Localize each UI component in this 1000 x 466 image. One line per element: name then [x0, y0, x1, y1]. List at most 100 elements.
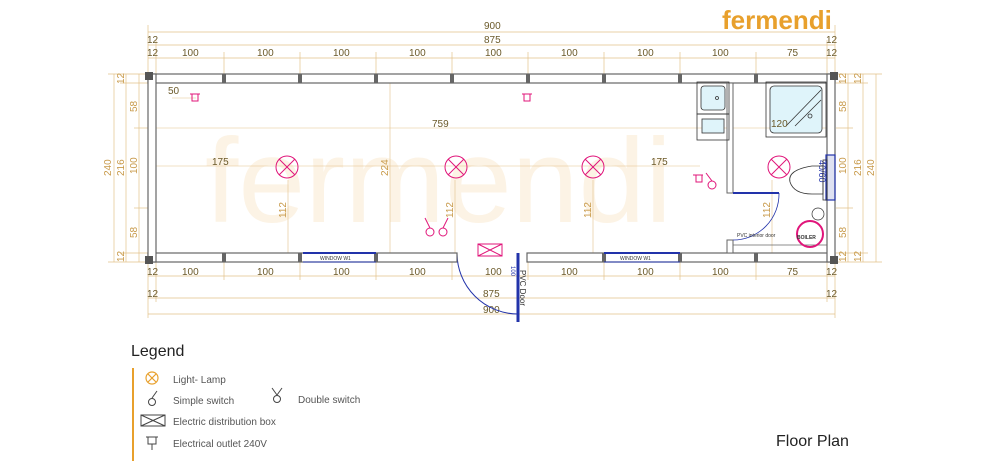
dim-bottom-module-6: 100 [561, 267, 578, 278]
outlet-2 [522, 93, 532, 102]
dim-bottom-module-7: 100 [637, 267, 654, 278]
dim-shower-width: 120 [771, 119, 788, 130]
toilet [789, 159, 828, 201]
dim-lamp-3-offset: 112 [583, 202, 594, 218]
lamp-1 [275, 155, 299, 179]
dim-top-inner: 875 [484, 35, 501, 46]
double-switch [424, 217, 449, 237]
outlet-icon [146, 436, 158, 450]
distribution-box-icon [140, 414, 166, 427]
plan-caption: Floor Plan [776, 433, 849, 450]
dim-bottom-module-4: 100 [409, 267, 426, 278]
window-left [303, 252, 376, 263]
dim-left-band-top: 58 [129, 100, 140, 112]
dim-top-module-5: 100 [485, 48, 502, 59]
walls [145, 72, 838, 264]
dim-top-overall: 900 [484, 21, 501, 32]
dim-right-band-center: 100 [838, 157, 849, 174]
interior-door [732, 192, 780, 241]
dim-left-inner: 216 [116, 159, 127, 176]
dim-top-end-module: 75 [787, 48, 799, 59]
dim-right-wall-top-2: 12 [853, 72, 864, 84]
double-switch-icon [271, 387, 283, 403]
left-dimensions [108, 73, 148, 263]
dim-right-inner: 216 [853, 159, 864, 176]
dim-top-wall-left-1: 12 [147, 35, 159, 46]
legend-item-lamp: Light- Lamp [173, 375, 226, 386]
window-right-label: WINDOW W1 [620, 256, 651, 262]
dim-bottom-wall-left-2: 12 [147, 289, 159, 300]
dim-lamp-4-offset: 112 [762, 202, 773, 218]
dim-top-module-6: 100 [561, 48, 578, 59]
lamp-3 [581, 155, 605, 179]
dim-bottom-wall-left-1: 12 [147, 267, 159, 278]
legend-title: Legend [131, 343, 184, 360]
simple-switch-icon [148, 390, 158, 406]
legend-item-simple-switch: Simple switch [173, 396, 234, 407]
boiler [796, 207, 825, 248]
window-left-label: WINDOW W1 [320, 256, 351, 262]
dim-bottom-module-2: 100 [257, 267, 274, 278]
pvc-door-size: 100 [509, 266, 515, 277]
dim-lamp-1-offset: 112 [278, 202, 289, 218]
dim-top-wall-right-1: 12 [826, 35, 838, 46]
shower [765, 81, 827, 138]
dim-bottom-module-1: 100 [182, 267, 199, 278]
dim-room-offset-left: 175 [212, 157, 229, 168]
dim-bottom-end-module: 75 [787, 267, 799, 278]
dim-bottom-module-8: 100 [712, 267, 729, 278]
dim-bottom-module-5: 100 [485, 267, 502, 278]
dim-outlet-offset: 50 [168, 86, 180, 97]
distribution-box [477, 243, 503, 257]
dim-bottom-wall-right-1: 12 [826, 267, 838, 278]
legend-item-double-switch: Double switch [298, 395, 360, 406]
logo: fermendi [722, 5, 832, 35]
dim-top-module-1: 100 [182, 48, 199, 59]
dim-right-wall-top: 12 [838, 72, 849, 84]
watermark-text: fermendi [205, 114, 672, 248]
boiler-label: BOILER [797, 235, 816, 241]
dim-room-length: 759 [432, 119, 449, 130]
dim-left-band-bottom: 58 [129, 226, 140, 238]
bottom-dimensions [147, 262, 836, 318]
dim-top-module-8: 100 [712, 48, 729, 59]
dim-top-module-2: 100 [257, 48, 274, 59]
dim-room-offset-right: 175 [651, 157, 668, 168]
dim-right-band-bottom: 58 [838, 226, 849, 238]
dim-top-wall-right-2: 12 [826, 48, 838, 59]
legend-item-distribution-box: Electric distribution box [173, 417, 276, 428]
dim-bottom-inner: 875 [483, 289, 500, 300]
dim-left-wall-top: 12 [116, 72, 127, 84]
interior-door-label: PVC interior door [737, 233, 776, 239]
small-window-label: 40/60 [817, 160, 827, 183]
dim-right-wall-bottom-2: 12 [853, 250, 864, 262]
dim-right-overall: 240 [866, 159, 877, 176]
dim-room-width: 224 [380, 159, 391, 176]
dim-left-overall: 240 [103, 159, 114, 176]
outlet-3 [693, 174, 703, 183]
dim-top-module-3: 100 [333, 48, 350, 59]
dim-bottom-module-3: 100 [333, 267, 350, 278]
dim-bottom-overall: 900 [483, 305, 500, 316]
small-window [825, 154, 836, 201]
dim-bottom-wall-right-2: 12 [826, 289, 838, 300]
right-dimensions [836, 73, 882, 263]
window-right [604, 252, 680, 263]
legend-item-outlet: Electrical outlet 240V [173, 439, 267, 450]
dim-right-wall-bottom: 12 [838, 250, 849, 262]
dim-top-module-7: 100 [637, 48, 654, 59]
simple-switch [705, 172, 717, 190]
dim-left-band-center: 100 [129, 157, 140, 174]
dim-top-wall-left-2: 12 [147, 48, 159, 59]
logo-text: fermendi [722, 5, 832, 35]
sink [696, 81, 730, 141]
lamp-2 [444, 155, 468, 179]
lamp-icon [145, 371, 159, 385]
pvc-door-label: PVC Door [518, 270, 527, 306]
dim-left-wall-bottom: 12 [116, 250, 127, 262]
dim-lamp-2-offset: 112 [445, 202, 456, 218]
top-dimensions [147, 25, 836, 75]
dim-top-module-4: 100 [409, 48, 426, 59]
